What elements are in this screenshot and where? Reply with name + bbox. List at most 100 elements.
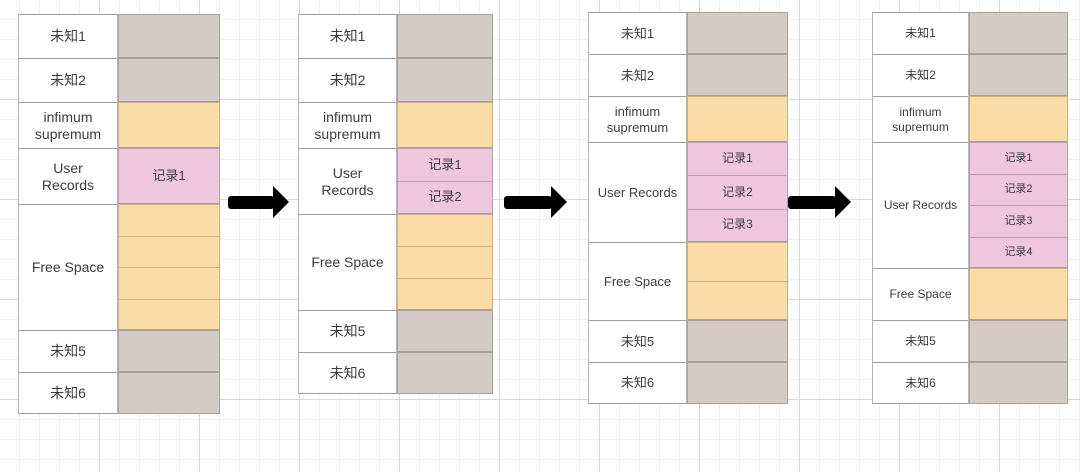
row-blocks-free-space bbox=[687, 242, 788, 320]
row-unknown2: 未知2 bbox=[18, 58, 220, 102]
row-label-infimum-supremum: infimum supremum bbox=[298, 102, 397, 148]
block-unknown5-1 bbox=[118, 330, 220, 372]
row-label-free-space: Free Space bbox=[872, 268, 969, 320]
row-blocks-infimum-supremum bbox=[687, 96, 788, 142]
row-label-unknown1: 未知1 bbox=[588, 12, 687, 54]
block-user-records-3: 记录3 bbox=[969, 205, 1068, 237]
row-blocks-unknown2 bbox=[397, 58, 493, 102]
row-unknown2: 未知2 bbox=[872, 54, 1068, 96]
block-unknown1-1 bbox=[397, 14, 493, 58]
row-free-space: Free Space bbox=[872, 268, 1068, 320]
block-unknown5-1 bbox=[969, 320, 1068, 362]
row-unknown6: 未知6 bbox=[588, 362, 788, 404]
block-free-space-3 bbox=[397, 278, 493, 310]
row-blocks-unknown5 bbox=[118, 330, 220, 372]
block-unknown2-1 bbox=[118, 58, 220, 102]
row-blocks-user-records: 记录1 bbox=[118, 148, 220, 204]
row-blocks-free-space bbox=[118, 204, 220, 330]
row-label-user-records: User Records bbox=[872, 142, 969, 268]
row-unknown2: 未知2 bbox=[298, 58, 493, 102]
arrow-shaft bbox=[504, 195, 552, 209]
row-blocks-unknown5 bbox=[687, 320, 788, 362]
block-infimum-supremum-1 bbox=[397, 102, 493, 148]
block-user-records-2: 记录2 bbox=[969, 173, 1068, 205]
block-free-space-4 bbox=[118, 298, 220, 330]
row-label-user-records: User Records bbox=[588, 142, 687, 242]
block-infimum-supremum-1 bbox=[969, 96, 1068, 142]
row-label-unknown5: 未知5 bbox=[298, 310, 397, 352]
row-label-unknown1: 未知1 bbox=[298, 14, 397, 58]
row-label-unknown2: 未知2 bbox=[588, 54, 687, 96]
row-label-unknown5: 未知5 bbox=[588, 320, 687, 362]
row-blocks-unknown6 bbox=[118, 372, 220, 414]
arrow-2-to-3-icon bbox=[504, 186, 568, 218]
block-unknown2-1 bbox=[397, 58, 493, 102]
row-label-user-records: User Records bbox=[18, 148, 118, 204]
row-label-free-space: Free Space bbox=[588, 242, 687, 320]
block-unknown5-1 bbox=[687, 320, 788, 362]
block-unknown5-1 bbox=[397, 310, 493, 352]
row-blocks-unknown2 bbox=[687, 54, 788, 96]
block-infimum-supremum-1 bbox=[687, 96, 788, 142]
row-blocks-unknown5 bbox=[969, 320, 1068, 362]
block-free-space-2 bbox=[687, 281, 788, 320]
row-label-infimum-supremum: infimum supremum bbox=[18, 102, 118, 148]
row-label-unknown2: 未知2 bbox=[18, 58, 118, 102]
row-blocks-unknown6 bbox=[969, 362, 1068, 404]
block-free-space-1 bbox=[969, 268, 1068, 320]
block-unknown2-1 bbox=[687, 54, 788, 96]
block-user-records-1: 记录1 bbox=[397, 148, 493, 181]
arrow-head bbox=[273, 186, 289, 218]
row-unknown5: 未知5 bbox=[872, 320, 1068, 362]
row-blocks-unknown2 bbox=[969, 54, 1068, 96]
block-unknown6-1 bbox=[687, 362, 788, 404]
row-unknown1: 未知1 bbox=[588, 12, 788, 54]
row-unknown6: 未知6 bbox=[298, 352, 493, 394]
row-free-space: Free Space bbox=[18, 204, 220, 330]
row-label-unknown5: 未知5 bbox=[872, 320, 969, 362]
row-label-infimum-supremum: infimum supremum bbox=[872, 96, 969, 142]
block-user-records-1: 记录1 bbox=[969, 142, 1068, 174]
block-unknown1-1 bbox=[118, 14, 220, 58]
arrow-3-to-4-icon bbox=[788, 186, 852, 218]
row-unknown6: 未知6 bbox=[18, 372, 220, 414]
row-unknown2: 未知2 bbox=[588, 54, 788, 96]
row-blocks-free-space bbox=[397, 214, 493, 310]
row-label-unknown6: 未知6 bbox=[872, 362, 969, 404]
row-blocks-unknown6 bbox=[397, 352, 493, 394]
row-label-unknown1: 未知1 bbox=[872, 12, 969, 54]
block-free-space-1 bbox=[118, 204, 220, 236]
row-blocks-unknown5 bbox=[397, 310, 493, 352]
row-infimum-supremum: infimum supremum bbox=[18, 102, 220, 148]
arrow-1-to-2-icon bbox=[228, 186, 290, 218]
block-unknown1-1 bbox=[969, 12, 1068, 54]
block-free-space-1 bbox=[687, 242, 788, 281]
row-infimum-supremum: infimum supremum bbox=[872, 96, 1068, 142]
row-blocks-unknown1 bbox=[397, 14, 493, 58]
block-user-records-3: 记录3 bbox=[687, 208, 788, 242]
block-free-space-2 bbox=[118, 235, 220, 267]
row-label-free-space: Free Space bbox=[18, 204, 118, 330]
row-blocks-free-space bbox=[969, 268, 1068, 320]
block-unknown6-1 bbox=[969, 362, 1068, 404]
row-unknown1: 未知1 bbox=[298, 14, 493, 58]
row-free-space: Free Space bbox=[588, 242, 788, 320]
row-label-unknown1: 未知1 bbox=[18, 14, 118, 58]
block-free-space-3 bbox=[118, 267, 220, 299]
block-infimum-supremum-1 bbox=[118, 102, 220, 148]
row-blocks-unknown2 bbox=[118, 58, 220, 102]
block-unknown6-1 bbox=[118, 372, 220, 414]
block-free-space-2 bbox=[397, 246, 493, 278]
row-label-unknown6: 未知6 bbox=[588, 362, 687, 404]
row-blocks-unknown1 bbox=[118, 14, 220, 58]
row-label-user-records: User Records bbox=[298, 148, 397, 214]
block-user-records-4: 记录4 bbox=[969, 236, 1068, 268]
row-label-unknown6: 未知6 bbox=[18, 372, 118, 414]
block-free-space-1 bbox=[397, 214, 493, 246]
